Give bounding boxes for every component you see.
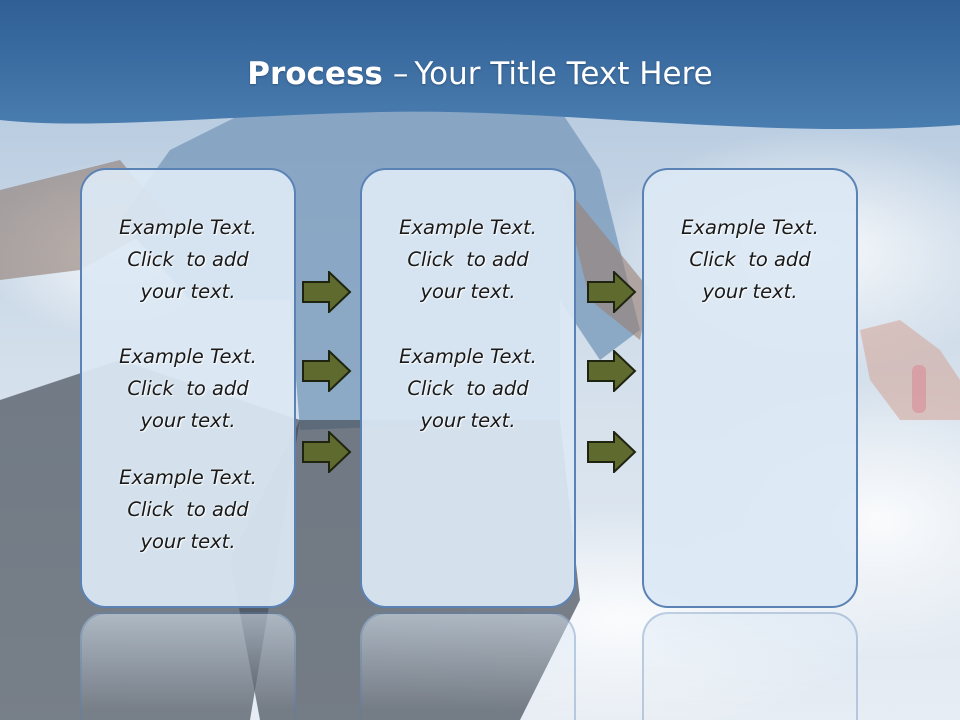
slide-title[interactable]: Process–Your Title Text Here <box>0 52 960 96</box>
text-line: Click to add <box>407 248 529 271</box>
text-line: Example Text. <box>119 466 257 489</box>
box-reflection <box>80 612 296 720</box>
header-band <box>0 0 960 130</box>
process-box-1[interactable]: Example Text. Click to add your text. Ex… <box>80 168 296 608</box>
text-block[interactable]: Example Text. Click to add your text. <box>82 462 294 558</box>
text-line: Example Text. <box>119 345 257 368</box>
text-line: Click to add <box>127 248 249 271</box>
text-line: Example Text. <box>681 216 819 239</box>
text-line: Click to add <box>127 377 249 400</box>
box-reflection <box>642 612 858 720</box>
right-arrow-icon[interactable] <box>302 350 352 392</box>
process-box-2[interactable]: Example Text. Click to add your text. Ex… <box>360 168 576 608</box>
title-bold: Process <box>247 56 383 92</box>
text-line: your text. <box>140 409 236 432</box>
text-line: your text. <box>140 530 236 553</box>
text-line: your text. <box>420 409 516 432</box>
text-line: Example Text. <box>399 216 537 239</box>
text-line: your text. <box>420 280 516 303</box>
text-line: Example Text. <box>119 216 257 239</box>
text-block[interactable]: Example Text. Click to add your text. <box>362 341 574 437</box>
right-arrow-icon[interactable] <box>302 271 352 313</box>
text-line: Example Text. <box>399 345 537 368</box>
text-line: Click to add <box>407 377 529 400</box>
text-line: Click to add <box>127 498 249 521</box>
text-block[interactable]: Example Text. Click to add your text. <box>82 341 294 437</box>
right-arrow-icon[interactable] <box>302 431 352 473</box>
text-block[interactable]: Example Text. Click to add your text. <box>362 212 574 308</box>
box-reflection <box>360 612 576 720</box>
text-block[interactable]: Example Text. Click to add your text. <box>644 212 856 308</box>
process-box-3[interactable]: Example Text. Click to add your text. <box>642 168 858 608</box>
right-arrow-icon[interactable] <box>587 431 637 473</box>
title-rest: Your Title Text Here <box>414 56 713 92</box>
text-line: Click to add <box>689 248 811 271</box>
text-line: your text. <box>702 280 798 303</box>
text-block[interactable]: Example Text. Click to add your text. <box>82 212 294 308</box>
title-dash: – <box>392 56 409 92</box>
right-arrow-icon[interactable] <box>587 350 637 392</box>
text-line: your text. <box>140 280 236 303</box>
right-arrow-icon[interactable] <box>587 271 637 313</box>
